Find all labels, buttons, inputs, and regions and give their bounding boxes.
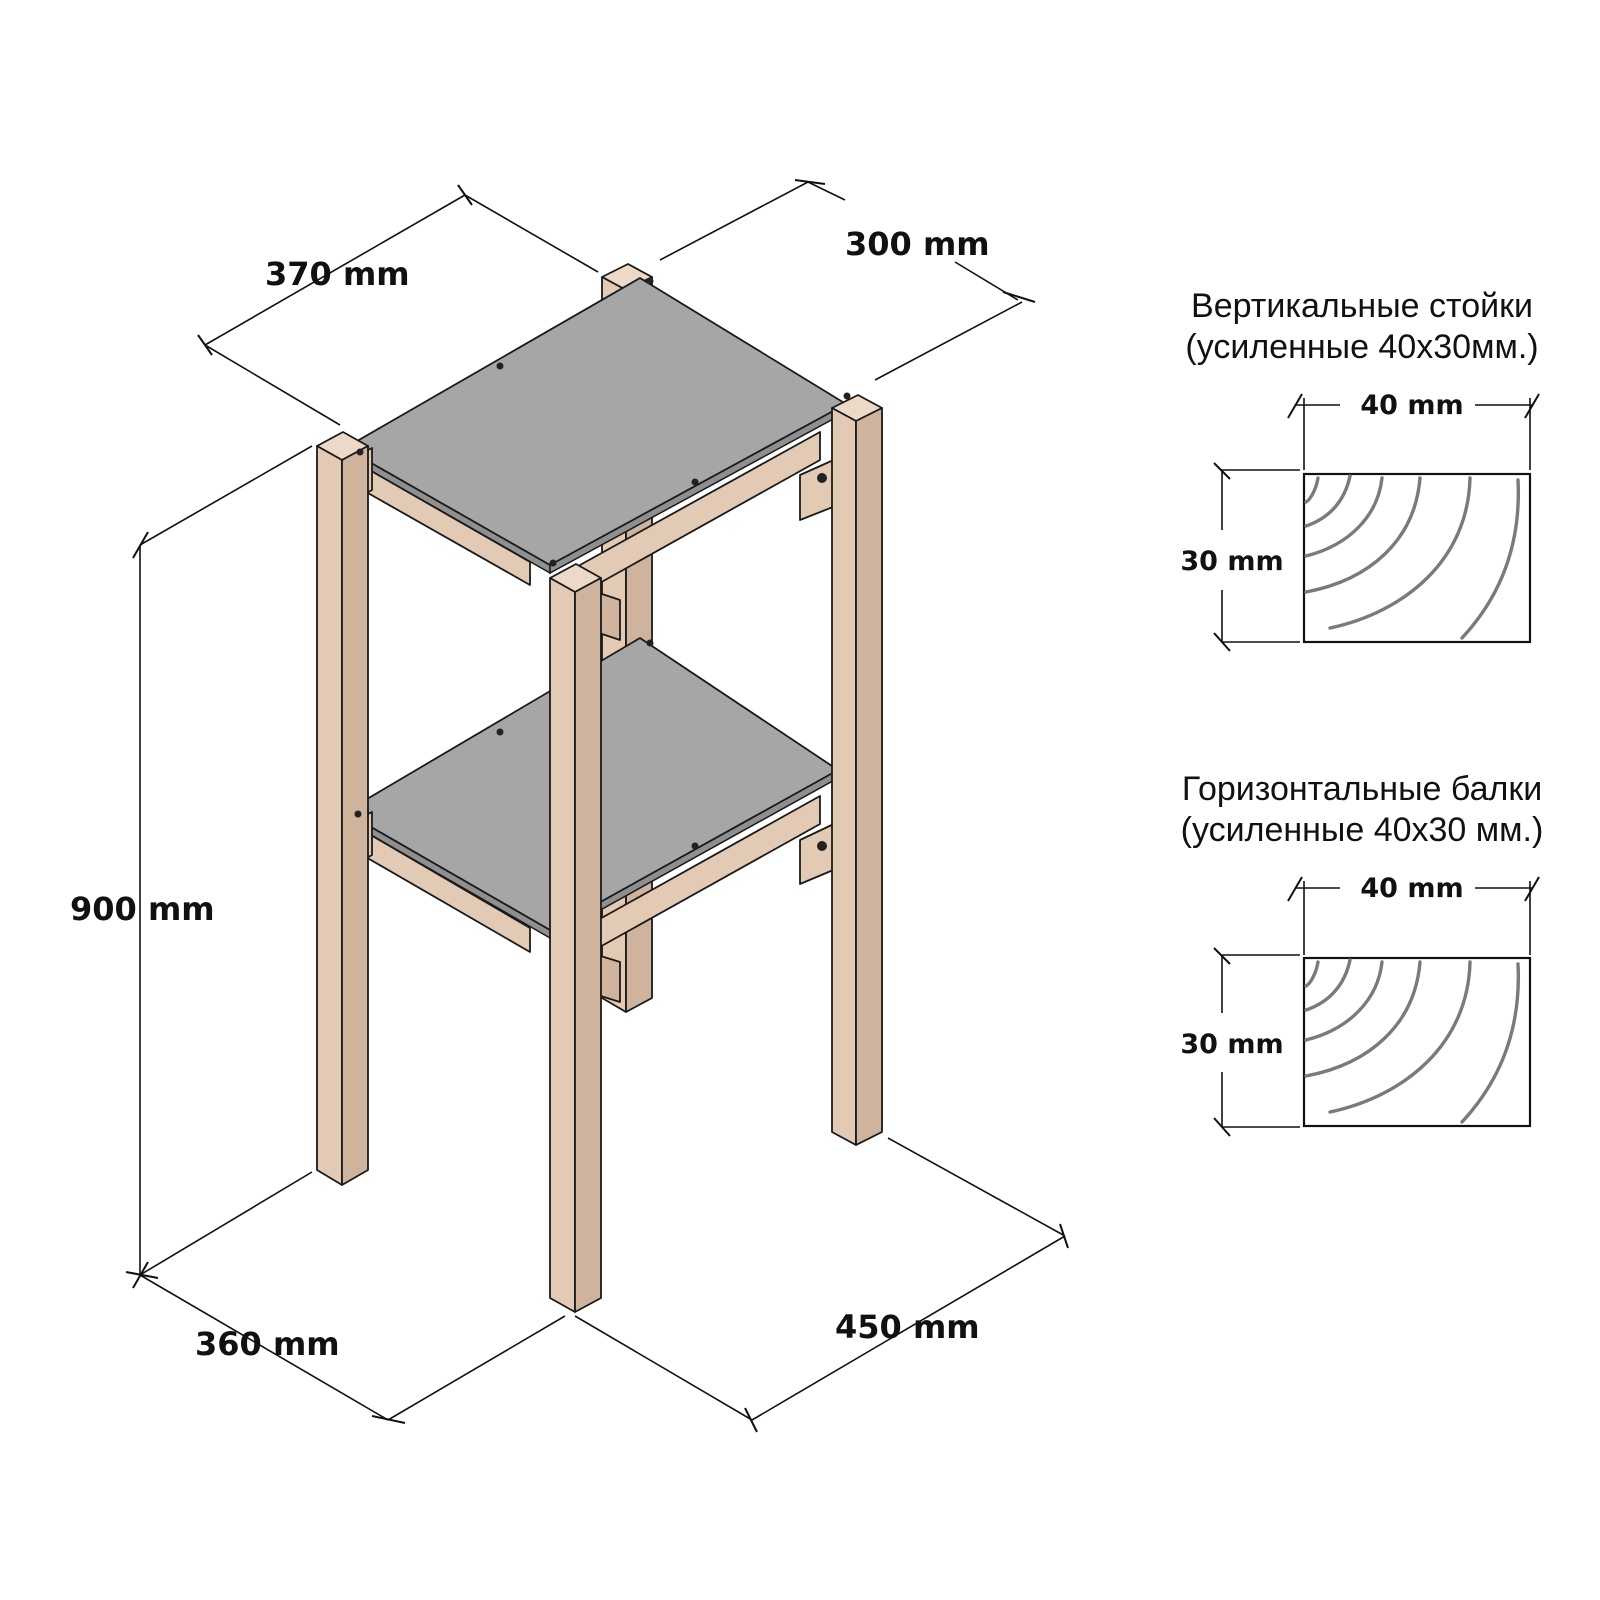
dim-bottom-width-label: 450 mm (835, 1308, 980, 1346)
rack-drawing (316, 263, 883, 1313)
top-shelf (344, 277, 847, 575)
vertical-section-title: Вертикальные стойки (1191, 287, 1533, 325)
vertical-post-section: Вертикальные стойки (усиленные 40x30мм.)… (1180, 287, 1540, 652)
dim-top-depth-label: 370 mm (265, 255, 410, 293)
vertical-wood-grain (1304, 474, 1520, 640)
left-leg (316, 431, 369, 1186)
horizontal-beam-section: Горизонтальные балки (усиленные 40x30 мм… (1180, 770, 1544, 1137)
dim-top-width-label: 300 mm (845, 225, 990, 263)
vertical-width-label: 40 mm (1360, 390, 1463, 421)
vertical-height-label: 30 mm (1180, 546, 1283, 577)
right-leg (831, 394, 883, 1146)
front-leg (549, 563, 602, 1313)
vertical-section-subtitle: (усиленные 40x30мм.) (1185, 328, 1538, 366)
horizontal-section-subtitle: (усиленные 40x30 мм.) (1181, 811, 1544, 849)
horizontal-section-title: Горизонтальные балки (1182, 770, 1542, 808)
dim-height-label: 900 mm (70, 890, 215, 928)
horizontal-width-label: 40 mm (1360, 873, 1463, 904)
horizontal-wood-grain (1304, 958, 1520, 1124)
horizontal-height-label: 30 mm (1180, 1029, 1283, 1060)
screw-dots (354, 277, 851, 851)
dim-bottom-depth-label: 360 mm (195, 1325, 340, 1363)
dimension-lines (125, 179, 1069, 1433)
